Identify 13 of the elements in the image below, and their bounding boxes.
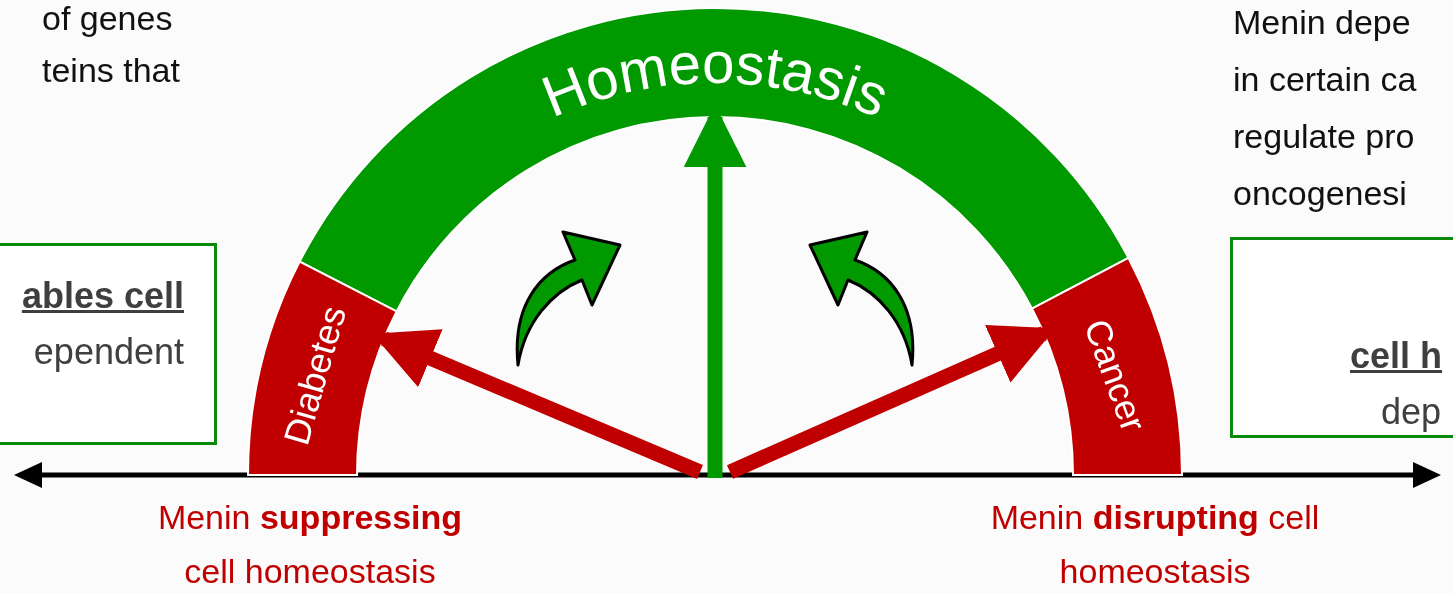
box-text: ependent <box>33 330 184 374</box>
segment-label: Diabetes <box>275 301 355 450</box>
box-heading: cell h <box>1350 334 1443 378</box>
box-heading: ables cell <box>21 274 184 318</box>
label-text: Menin disrupting cell homeostasis <box>990 497 1320 592</box>
gauge-segment <box>247 260 398 476</box>
gauge-segment <box>1030 256 1183 476</box>
label-text: Menin suppressing cell homeostasis <box>156 497 464 592</box>
segment-label: Cancer <box>1076 313 1155 437</box>
label-text: of genes teins that <box>42 0 181 91</box>
label-text: Menin depe in certain ca regulate pro oncogenesi <box>1233 2 1418 214</box>
segment-label: Homeostasis <box>532 29 898 130</box>
box-text: dep <box>1381 390 1442 434</box>
